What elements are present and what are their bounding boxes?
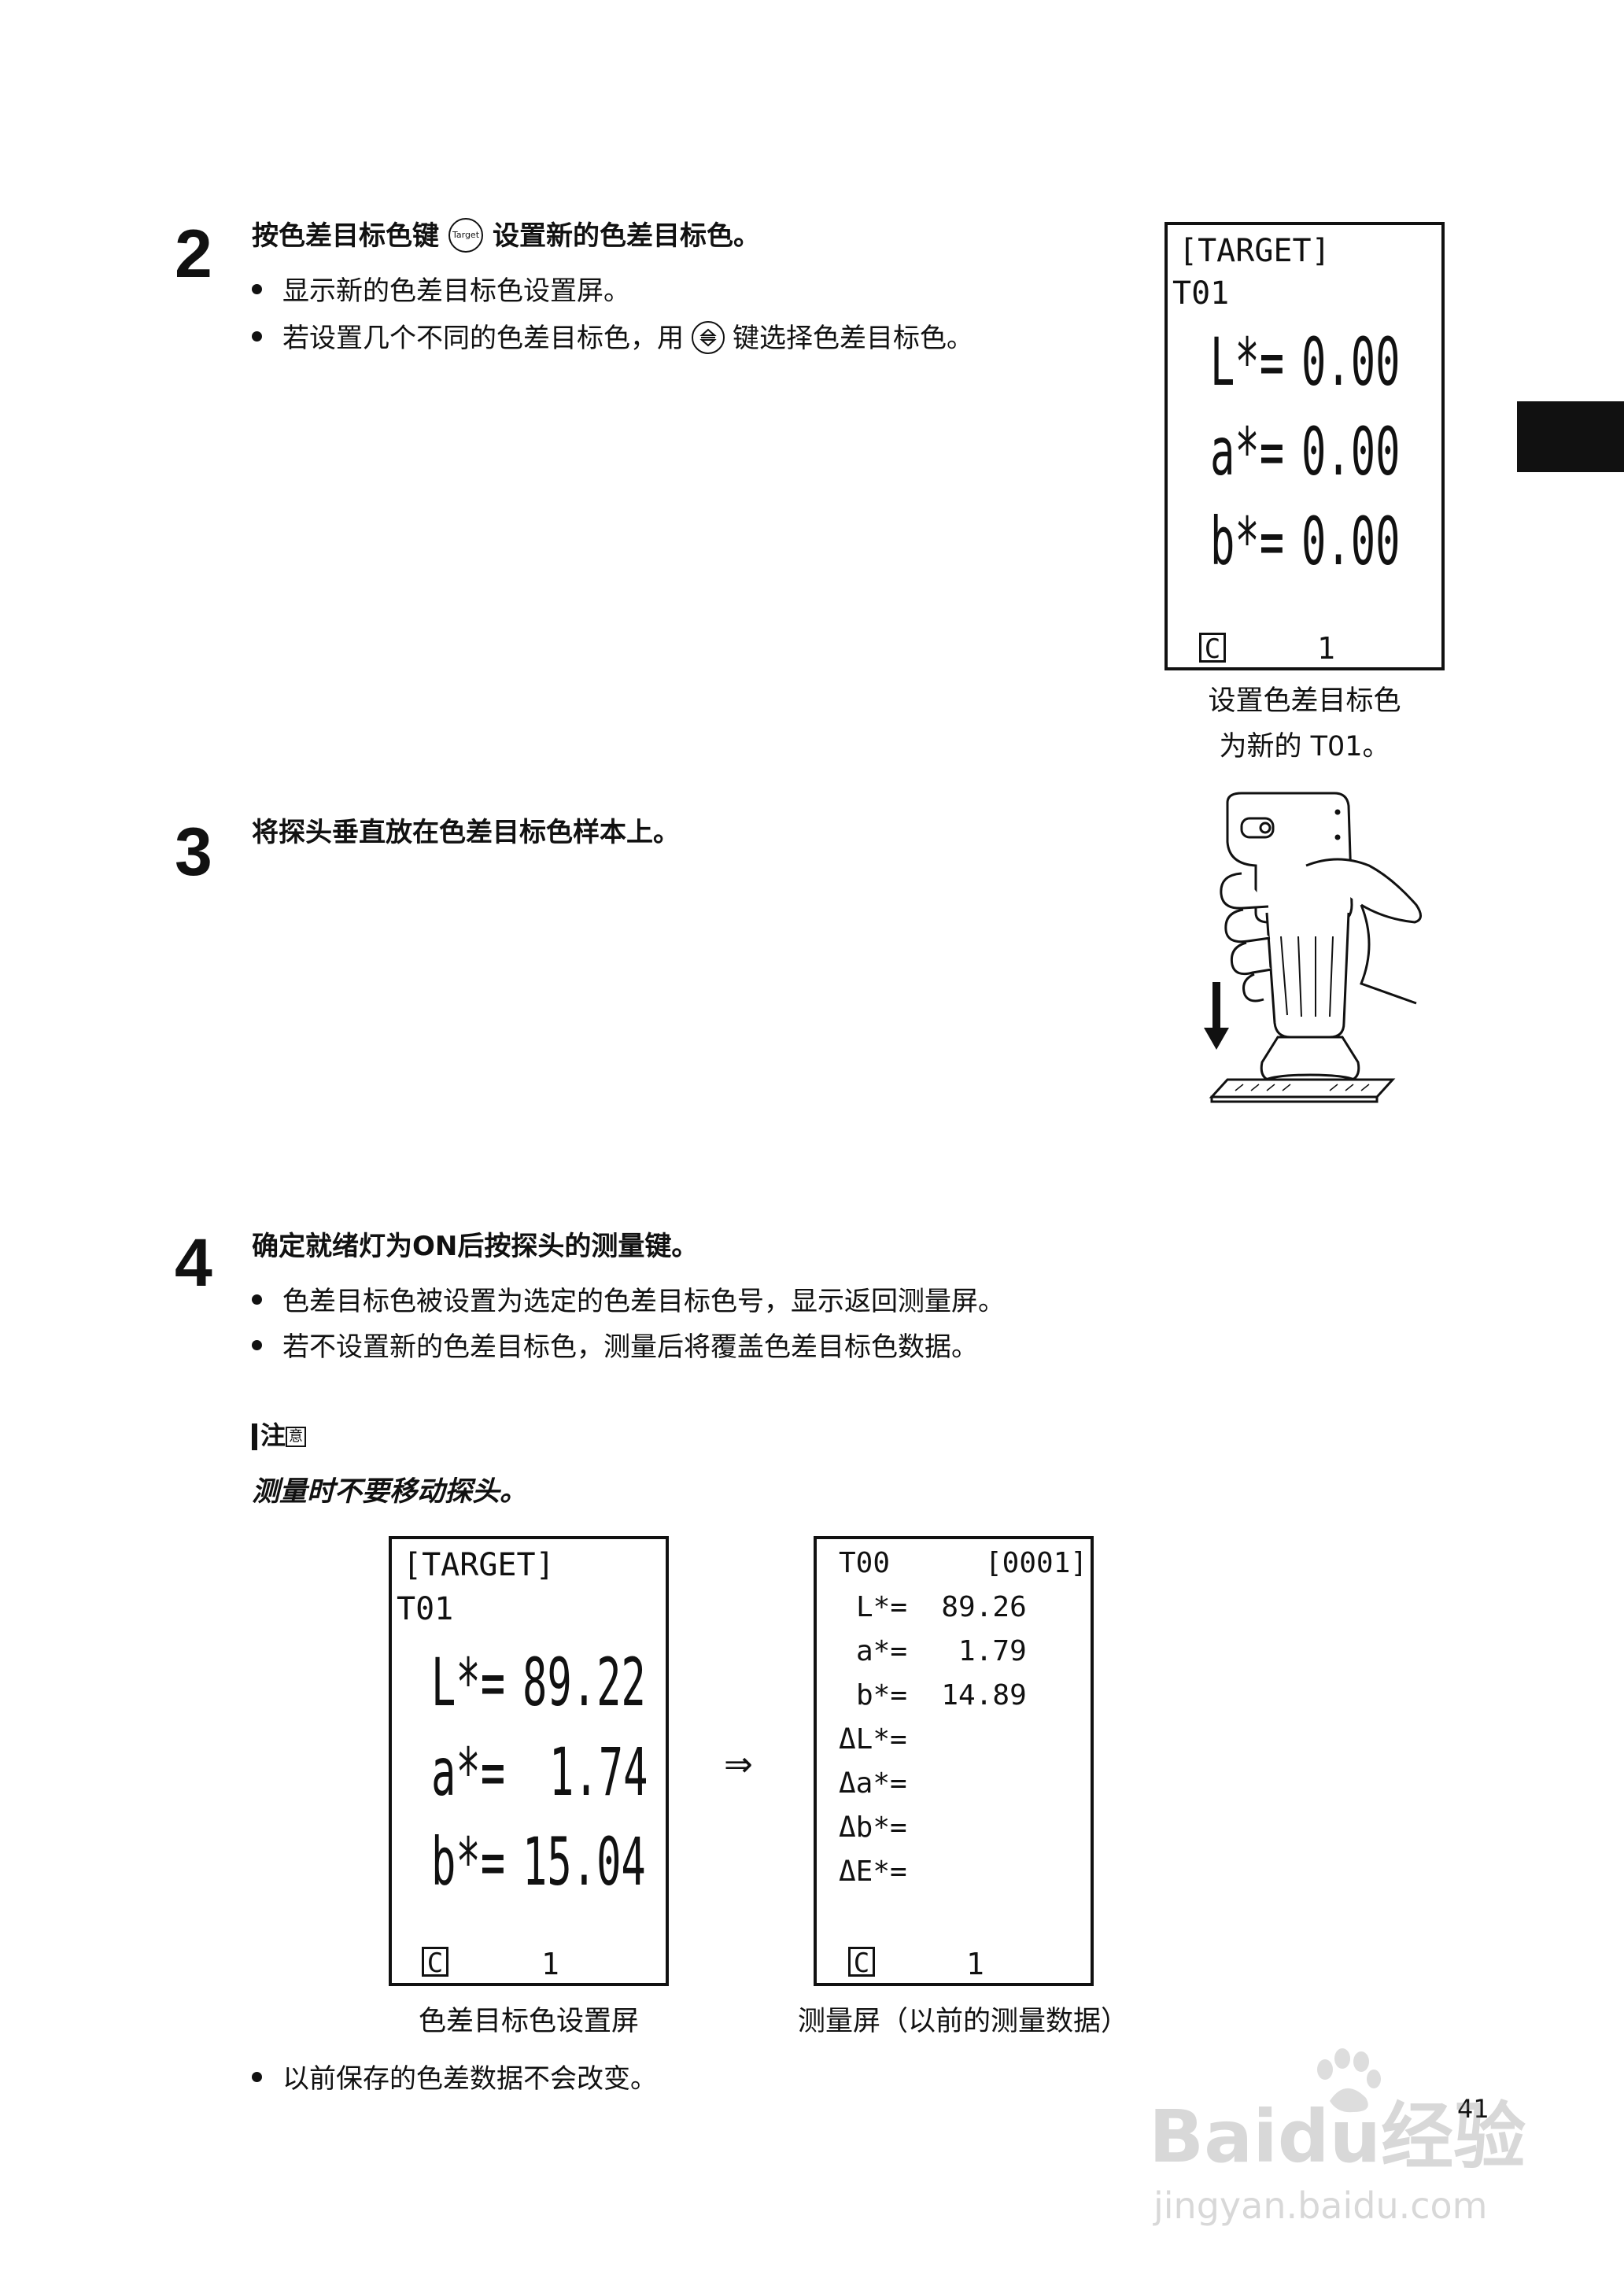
lcd-c-badge: C (1199, 633, 1226, 663)
final-bullet: 以前保存的色差数据不会改变。 (252, 2062, 657, 2096)
lcd-dl-line: ΔL*= (839, 1723, 907, 1756)
lcd-target-id: T01 (397, 1591, 454, 1627)
step-4-title: 确定就绪灯为ON后按探头的测量键。 (252, 1231, 699, 1262)
measurement-lcd: T00 [0001] L*= 89.26 a*= 1.79 b*= 14.89 … (814, 1536, 1094, 1986)
chapter-tab-marker (1517, 401, 1624, 472)
lcd-header-count: [0001] (985, 1547, 1088, 1579)
target-setting-lcd-new: [TARGET] T01 L*= 0.00 a*= 0.00 b*= 0.00 … (1164, 222, 1445, 670)
lcd-l-value: 89.22 (522, 1644, 646, 1721)
watermark-brand: Baidu经验 (1149, 2095, 1526, 2179)
lcd-b-line: b*= 14.89 (856, 1679, 1027, 1711)
step-2-bullet-2: 若设置几个不同的色差目标色，用键选择色差目标色。 (252, 320, 973, 356)
page-number: 41 (1457, 2094, 1489, 2124)
transition-arrow-icon: ⇒ (724, 1745, 753, 1785)
step-4-bullet-1: 色差目标色被设置为选定的色差目标色号，显示返回测量屏。 (252, 1284, 1005, 1319)
target-key-icon: Target (448, 217, 483, 253)
lcd-target-id: T01 (1172, 275, 1230, 312)
probe-placement-illustration (1204, 792, 1422, 1103)
lcd-b-value: 15.04 (522, 1823, 646, 1900)
target-setting-lcd: [TARGET] T01 L*= 89.22 a*= 1.74 b*= 15.0… (389, 1536, 669, 1986)
lcd-b-label: b*= (431, 1823, 506, 1900)
lcd-c-badge: C (848, 1947, 875, 1977)
lcd-a-value: 0.00 (1301, 413, 1401, 490)
lcd-l-label: L*= (431, 1644, 506, 1721)
lcd-header-id: T00 (839, 1547, 891, 1579)
lcd-c-badge: C (422, 1947, 448, 1977)
lcd-page: 1 (966, 1947, 984, 1981)
measurement-lcd-caption: 测量屏（以前的测量数据） (797, 2006, 1128, 2037)
lcd-page: 1 (541, 1947, 559, 1981)
lcd-header: [TARGET] (1179, 233, 1331, 269)
lcd-page: 1 (1317, 631, 1335, 666)
watermark-url: jingyan.baidu.com (1153, 2184, 1488, 2227)
step-4-bullet-2: 若不设置新的色差目标色，测量后将覆盖色差目标色数据。 (252, 1330, 978, 1364)
lcd-de-line: ΔE*= (839, 1855, 907, 1888)
lcd-b-value: 0.00 (1301, 503, 1401, 580)
step-2-bullet-1: 显示新的色差目标色设置屏。 (252, 274, 630, 308)
lcd-l-value: 0.00 (1301, 323, 1401, 401)
lcd-l-line: L*= 89.26 (856, 1591, 1027, 1623)
lcd-b-label: b*= (1210, 503, 1285, 580)
baidu-watermark: Baidu经验 jingyan.baidu.com (1149, 2046, 1558, 2235)
up-down-key-icon (692, 320, 725, 354)
step-2-number: 2 (175, 216, 212, 292)
note-heading: 注意 (252, 1420, 307, 1451)
lcd-l-label: L*= (1210, 323, 1285, 401)
lcd-da-line: Δa*= (839, 1767, 907, 1800)
lcd-header: [TARGET] (403, 1547, 555, 1583)
target-lcd-caption: 色差目标色设置屏 (418, 2006, 639, 2037)
lcd-a-value: 1.74 (549, 1734, 648, 1811)
step-2-lcd-caption: 设置色差目标色 为新的 T01。 (1208, 685, 1401, 762)
lcd-a-label: a*= (1210, 413, 1285, 490)
lcd-a-line: a*= 1.79 (856, 1635, 1027, 1667)
lcd-db-line: Δb*= (839, 1811, 907, 1844)
paw-icon (1317, 2048, 1381, 2113)
step-3-number: 3 (175, 814, 212, 890)
step-4-number: 4 (175, 1225, 212, 1301)
step-3-title: 将探头垂直放在色差目标色样本上。 (252, 817, 680, 848)
down-arrow-icon (1204, 982, 1229, 1050)
note-text: 测量时不要移动探头。 (252, 1476, 528, 1508)
lcd-a-label: a*= (431, 1734, 506, 1811)
